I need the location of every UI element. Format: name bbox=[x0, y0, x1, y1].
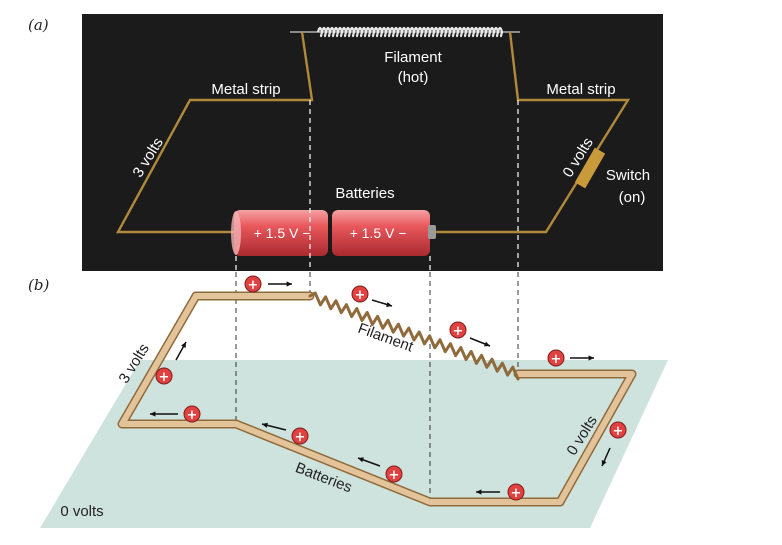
charge-symbol: + bbox=[187, 408, 198, 423]
ground-label: 0 volts bbox=[60, 503, 103, 520]
charge-marker bbox=[547, 349, 565, 367]
current-arrowhead bbox=[262, 422, 268, 428]
current-arrowhead bbox=[286, 281, 292, 287]
charge-markers: + + + + + + + + + + bbox=[150, 275, 627, 501]
charge-symbol: + bbox=[511, 486, 522, 501]
charge-symbol: + bbox=[355, 288, 366, 303]
current-arrowhead bbox=[588, 355, 594, 361]
filament-coil-b bbox=[308, 291, 520, 381]
metal-strip-right-label: Metal strip bbox=[546, 81, 615, 98]
current-arrowhead bbox=[476, 489, 482, 495]
battery-2-label: + 1.5 V − bbox=[350, 225, 407, 241]
charge-symbol: + bbox=[453, 324, 464, 339]
current-arrowhead bbox=[181, 342, 186, 348]
left-metal-strip bbox=[115, 31, 314, 234]
current-arrowhead bbox=[150, 411, 156, 417]
charge-symbol: + bbox=[613, 424, 624, 439]
batteries-label-a: Batteries bbox=[335, 185, 394, 202]
switch-label: Switch bbox=[606, 167, 650, 184]
right-metal-strip bbox=[428, 31, 631, 234]
filament-coil-path bbox=[316, 26, 504, 38]
panel-b-label: (b) bbox=[28, 276, 49, 294]
charge-marker bbox=[385, 465, 403, 483]
charge-marker bbox=[183, 405, 201, 423]
charge-marker bbox=[244, 275, 262, 293]
charge-marker bbox=[291, 427, 309, 445]
panel-a-label: (a) bbox=[28, 16, 49, 34]
current-arrowhead bbox=[601, 460, 607, 466]
charge-symbol: + bbox=[295, 430, 306, 445]
charge-marker bbox=[609, 421, 627, 439]
filament-label-a: Filament bbox=[384, 49, 442, 66]
charge-symbol: + bbox=[389, 468, 400, 483]
switch-element bbox=[574, 147, 606, 189]
metal-strip-left-label: Metal strip bbox=[211, 81, 280, 98]
current-arrowhead bbox=[386, 301, 392, 307]
filament-state-a: (hot) bbox=[398, 69, 429, 86]
charge-symbol: + bbox=[551, 352, 562, 367]
battery-1-label: + 1.5 V − bbox=[254, 225, 311, 241]
charge-symbol: + bbox=[159, 370, 170, 385]
charge-marker bbox=[449, 321, 467, 339]
current-arrowhead bbox=[484, 341, 490, 347]
charge-marker bbox=[155, 367, 173, 385]
charge-marker bbox=[351, 285, 369, 303]
wire-tube bbox=[117, 291, 637, 507]
wires-a bbox=[115, 31, 631, 234]
guide-lines bbox=[235, 100, 519, 270]
battery-1 bbox=[231, 210, 328, 256]
switch-state: (on) bbox=[619, 189, 646, 206]
charge-marker bbox=[507, 483, 525, 501]
charge-symbol: + bbox=[248, 278, 259, 293]
current-arrowhead bbox=[358, 457, 364, 463]
filament-coil-a bbox=[290, 26, 520, 38]
battery-2 bbox=[332, 210, 436, 256]
